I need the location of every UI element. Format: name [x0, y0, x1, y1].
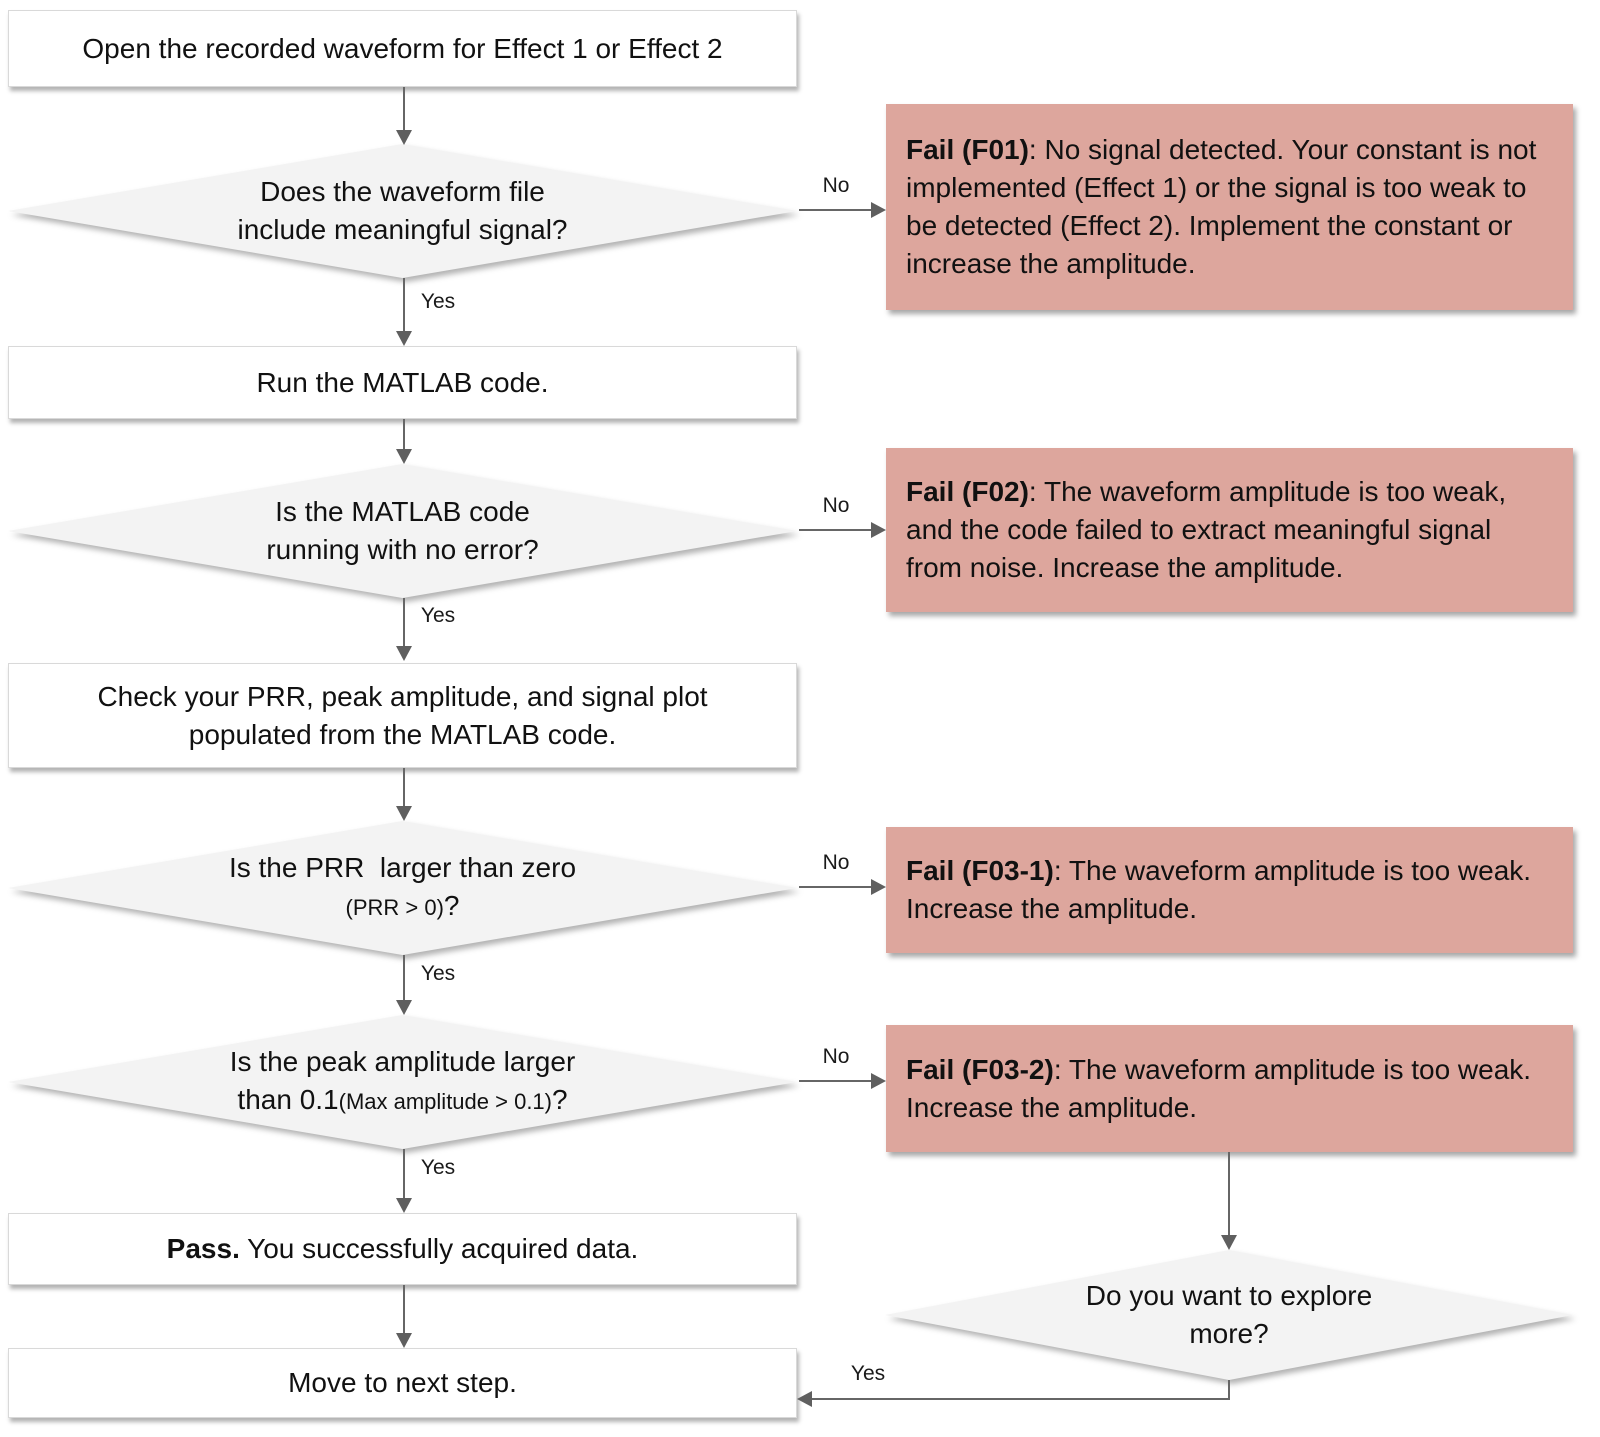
yes-label-prr: Yes: [420, 962, 456, 985]
fail-f01-box: Fail (F01): No signal detected. Your con…: [886, 104, 1573, 310]
arrowhead-prr-no: [871, 879, 886, 895]
fail-f01-text: Fail (F01): No signal detected. Your con…: [906, 131, 1545, 283]
connector-explore-yes-vertical: [1228, 1380, 1230, 1400]
decision-amplitude: Is the peak amplitude larger than 0.1(Ma…: [8, 1015, 797, 1149]
node-open-waveform: Open the recorded waveform for Effect 1 …: [8, 10, 797, 87]
node-open-waveform-text: Open the recorded waveform for Effect 1 …: [82, 32, 723, 64]
node-pass-body: You successfully acquired data.: [239, 1233, 639, 1264]
no-label-prr: No: [822, 851, 850, 874]
decision-signal-wrap: Does the waveform file include meaningfu…: [8, 144, 797, 278]
arrowhead-error-no: [871, 522, 886, 538]
no-label-error: No: [822, 494, 850, 517]
decision-explore-wrap: Do you want to explore more?: [885, 1250, 1573, 1380]
fail-f03-2-body: : The waveform amplitude is too weak. In…: [906, 1053, 1532, 1123]
decision-amplitude-line1: Is the peak amplitude larger: [229, 1046, 576, 1077]
node-check-prr-line2: populated from the MATLAB code.: [188, 718, 617, 750]
decision-explore-line2: more?: [1189, 1318, 1269, 1349]
decision-error-wrap: Is the MATLAB code running with no error…: [8, 464, 797, 598]
decision-amplitude-line2: than 0.1(Max amplitude > 0.1)?: [237, 1081, 567, 1121]
node-check-prr: Check your PRR, peak amplitude, and sign…: [8, 663, 797, 768]
decision-prr: Is the PRR larger than zero (PRR > 0)?: [8, 821, 797, 955]
node-pass: Pass. You successfully acquired data.: [8, 1213, 797, 1285]
yes-label-explore: Yes: [850, 1362, 886, 1385]
decision-prr-line2: (PRR > 0)?: [346, 887, 460, 927]
connector-signal-to-run: [403, 278, 405, 332]
connector-error-to-check: [403, 598, 405, 647]
node-check-prr-line1: Check your PRR, peak amplitude, and sign…: [97, 680, 708, 712]
fail-f03-2-text: Fail (F03-2): The waveform amplitude is …: [906, 1051, 1545, 1127]
decision-signal-line2: include meaningful signal?: [237, 214, 568, 245]
arrowhead-pass-to-move: [396, 1333, 412, 1348]
decision-error-line1: Is the MATLAB code: [275, 496, 530, 527]
node-run-matlab: Run the MATLAB code.: [8, 346, 797, 419]
connector-prr-no: [799, 886, 872, 888]
fail-f03-1-text: Fail (F03-1): The waveform amplitude is …: [906, 852, 1545, 928]
node-move-next-text: Move to next step.: [288, 1367, 517, 1398]
node-pass-label: Pass.: [166, 1233, 240, 1264]
node-run-matlab-text: Run the MATLAB code.: [256, 366, 549, 398]
fail-f03-2-box: Fail (F03-2): The waveform amplitude is …: [886, 1025, 1573, 1152]
arrowhead-open-to-signal: [396, 130, 412, 145]
decision-prr-wrap: Is the PRR larger than zero (PRR > 0)?: [8, 821, 797, 955]
connector-amplitude-no: [799, 1080, 872, 1082]
decision-signal-line1: Does the waveform file: [260, 176, 545, 207]
connector-check-to-prr: [403, 768, 405, 807]
decision-error: Is the MATLAB code running with no error…: [8, 464, 797, 598]
arrowhead-run-to-error: [396, 449, 412, 464]
connector-error-no: [799, 529, 872, 531]
no-label-signal: No: [822, 174, 850, 197]
fail-f02-text: Fail (F02): The waveform amplitude is to…: [906, 473, 1545, 587]
node-pass-text: Pass. You successfully acquired data.: [167, 1230, 639, 1268]
connector-amplitude-to-pass: [403, 1149, 405, 1199]
connector-explore-yes-horizontal: [811, 1398, 1230, 1400]
arrowhead-amplitude-no: [871, 1073, 886, 1089]
decision-amplitude-wrap: Is the peak amplitude larger than 0.1(Ma…: [8, 1015, 797, 1149]
fail-f03-2-label: Fail (F03-2): [906, 1053, 1054, 1085]
yes-label-amplitude: Yes: [420, 1156, 456, 1179]
decision-explore: Do you want to explore more?: [885, 1250, 1573, 1380]
arrowhead-signal-to-run: [396, 331, 412, 346]
arrowhead-signal-no: [871, 202, 886, 218]
fail-f01-label: Fail (F01): [906, 134, 1029, 165]
connector-f032-to-explore: [1228, 1152, 1230, 1236]
fail-f02-box: Fail (F02): The waveform amplitude is to…: [886, 448, 1573, 612]
connector-signal-no: [799, 209, 872, 211]
decision-amplitude-prefix: than 0.1: [237, 1084, 339, 1115]
fail-f01-body: : No signal detected. Your constant is n…: [906, 134, 1537, 279]
decision-amplitude-paren: (Max amplitude > 0.1): [338, 1089, 552, 1114]
fail-f03-1-body: : The waveform amplitude is too weak. In…: [906, 855, 1532, 924]
no-label-amplitude: No: [822, 1045, 850, 1068]
arrowhead-amplitude-to-pass: [396, 1198, 412, 1213]
decision-prr-paren: (PRR > 0): [345, 895, 444, 920]
decision-signal: Does the waveform file include meaningfu…: [8, 144, 797, 278]
decision-explore-line1: Do you want to explore: [1085, 1280, 1373, 1311]
fail-f03-1-box: Fail (F03-1): The waveform amplitude is …: [886, 827, 1573, 953]
decision-prr-line1: Is the PRR larger than zero: [228, 852, 577, 883]
decision-prr-qmark: ?: [443, 890, 460, 921]
arrowhead-f032-to-explore: [1221, 1235, 1237, 1250]
fail-f03-1-label: Fail (F03-1): [906, 855, 1054, 886]
connector-run-to-error: [403, 419, 405, 451]
node-move-next: Move to next step.: [8, 1348, 797, 1418]
arrowhead-prr-to-amplitude: [396, 1000, 412, 1015]
connector-prr-to-amplitude: [403, 955, 405, 1001]
yes-label-signal: Yes: [420, 290, 456, 313]
arrowhead-explore-yes: [797, 1391, 812, 1407]
fail-f02-label: Fail (F02): [906, 476, 1029, 507]
fail-f02-body: : The waveform amplitude is too weak, an…: [906, 476, 1507, 583]
connector-open-to-signal: [403, 87, 405, 132]
arrowhead-error-to-check: [396, 646, 412, 661]
connector-pass-to-move: [403, 1285, 405, 1334]
arrowhead-check-to-prr: [396, 806, 412, 821]
decision-error-line2: running with no error?: [266, 534, 539, 565]
decision-amplitude-qmark: ?: [552, 1084, 568, 1115]
yes-label-error: Yes: [420, 604, 456, 627]
